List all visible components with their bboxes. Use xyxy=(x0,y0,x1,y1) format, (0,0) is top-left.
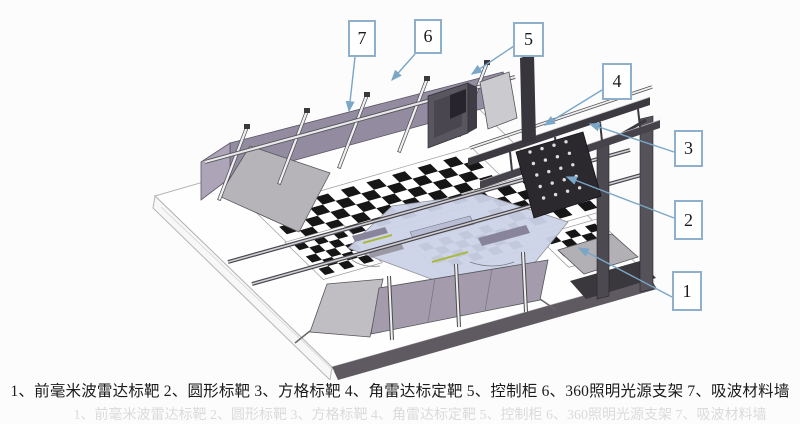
callout-4-number: 4 xyxy=(612,71,622,91)
callout-3-number: 3 xyxy=(684,138,693,158)
callout-1: 1 xyxy=(672,271,702,311)
callout-5: 5 xyxy=(513,22,544,57)
callout-3: 3 xyxy=(674,130,703,167)
calibration-dots xyxy=(528,140,582,200)
callout-1-number: 1 xyxy=(682,280,692,301)
dot-calibration-board xyxy=(515,131,602,219)
control-cabinet xyxy=(427,71,518,149)
screen-panel xyxy=(479,71,518,130)
callout-7-number: 7 xyxy=(357,28,367,48)
calibration-tower xyxy=(467,47,661,300)
calibration-lab-diagram xyxy=(152,45,675,380)
left-target-panel xyxy=(218,145,331,233)
callout-7: 7 xyxy=(348,20,376,57)
target-support-poles xyxy=(387,251,528,341)
callout-4: 4 xyxy=(602,63,632,100)
callout-5-number: 5 xyxy=(524,29,533,49)
callout-2-number: 2 xyxy=(684,209,693,230)
figure-caption-ghost: 1、前毫米波雷达标靶 2、圆形标靶 3、方格标靶 4、角雷达标定靶 5、控制柜 … xyxy=(73,408,767,423)
tower-mast xyxy=(520,54,536,144)
callout-6-number: 6 xyxy=(423,26,433,46)
front-radar-targets xyxy=(294,251,557,344)
leader-lines xyxy=(345,45,675,298)
callout-6: 6 xyxy=(414,19,442,54)
callout-2: 2 xyxy=(674,200,703,240)
figure-caption: 1、前毫米波雷达标靶 2、圆形标靶 3、方格标靶 4、角雷达标定靶 5、控制柜 … xyxy=(10,383,790,400)
